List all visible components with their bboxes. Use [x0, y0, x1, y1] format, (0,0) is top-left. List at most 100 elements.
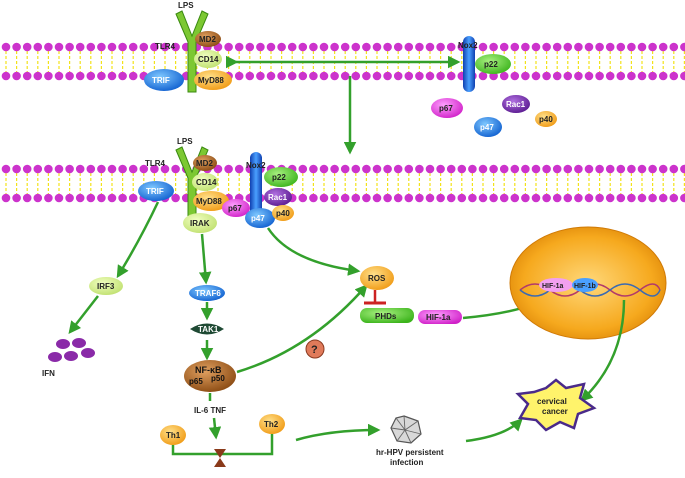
lipid-head — [489, 42, 498, 52]
lipid-head — [531, 193, 541, 203]
lipid-head — [658, 193, 668, 203]
p47-protein-bottom — [245, 208, 275, 228]
nox2-label-top: Nox2 — [458, 41, 478, 50]
lipid-head — [139, 164, 149, 174]
ros-label: ROS — [368, 274, 386, 283]
lipid-head — [468, 193, 477, 203]
lipid-head — [637, 42, 647, 52]
cytokine-label: IL-6 TNF — [194, 406, 226, 415]
lipid-head — [287, 71, 297, 81]
lipid-head — [425, 42, 435, 52]
md2-protein-bottom — [193, 155, 217, 171]
nox2-channel-bottom — [250, 152, 262, 224]
lipid-head — [44, 71, 53, 81]
lipid-head — [245, 42, 255, 52]
lipid-head — [118, 164, 127, 174]
lipid-head — [531, 42, 541, 52]
lipid-head — [446, 164, 456, 174]
lipid-head — [393, 193, 403, 203]
lipid-head — [97, 71, 106, 81]
rac1-label-bottom: Rac1 — [268, 193, 288, 202]
lipid-head — [128, 164, 138, 174]
lipid-head — [499, 164, 509, 174]
hpv-cancer-arrow — [465, 418, 523, 443]
myd88-label-bottom: MyD88 — [196, 197, 222, 206]
lipid-head — [531, 71, 541, 81]
lipid-head — [277, 42, 286, 52]
lipid-head — [436, 164, 445, 174]
nfkb-label: NF-κB — [195, 365, 222, 375]
lipid-head — [669, 71, 679, 81]
lipid-head — [128, 193, 138, 203]
lipid-head — [680, 193, 685, 203]
lipid-head — [637, 164, 647, 174]
lipid-head — [118, 193, 127, 203]
lipid-head — [362, 71, 371, 81]
irf3-protein — [89, 277, 123, 295]
lipid-head — [552, 71, 562, 81]
phds-label: PHDs — [375, 312, 397, 321]
p22-protein-bottom — [264, 167, 298, 187]
lipid-head — [415, 42, 424, 52]
lipid-head — [521, 193, 530, 203]
lipid-head — [266, 71, 276, 81]
lipid-head — [22, 164, 32, 174]
nox2-label-bottom: Nox2 — [246, 161, 266, 170]
lipid-head — [383, 164, 392, 174]
cd14-protein-bottom — [192, 173, 218, 191]
lipid-head — [22, 42, 32, 52]
p22-label-top: p22 — [484, 60, 498, 69]
irak-protein — [183, 213, 217, 233]
lipid-head — [150, 42, 159, 52]
ros-molecule — [360, 266, 394, 290]
md2-protein-top — [195, 31, 221, 47]
lipid-head — [446, 42, 456, 52]
lps-label-bottom: LPS — [177, 137, 193, 146]
lipid-head — [97, 164, 106, 174]
lipid-head — [54, 164, 64, 174]
lipid-head — [669, 42, 679, 52]
lipid-head — [44, 193, 53, 203]
rac1-protein-top — [502, 95, 530, 113]
lipid-head — [680, 71, 685, 81]
lipid-head — [65, 42, 74, 52]
lipid-head — [637, 71, 647, 81]
cytokine-balance-arrow — [208, 417, 222, 440]
lipid-head — [22, 193, 32, 203]
irf3-ifn-arrow — [68, 295, 99, 334]
lipid-head — [584, 42, 594, 52]
lipid-head — [340, 42, 350, 52]
lipid-head — [351, 164, 361, 174]
lipid-head — [33, 193, 43, 203]
lipid-head — [457, 164, 467, 174]
lipid-head — [404, 193, 414, 203]
th2-cell — [259, 414, 285, 434]
lipid-head — [595, 193, 604, 203]
lipid-head — [669, 164, 679, 174]
p22-label-bottom: p22 — [272, 173, 286, 182]
irak-traf6-arrow — [198, 233, 212, 285]
trif-label-top: TRIF — [152, 76, 170, 85]
lipid-head — [383, 193, 392, 203]
lipid-head — [489, 193, 498, 203]
lipid-head — [457, 193, 467, 203]
rac1-protein-bottom — [264, 188, 292, 206]
lipid-head — [12, 193, 21, 203]
lipid-head — [425, 164, 435, 174]
lipid-head — [1, 42, 11, 52]
lipid-head — [213, 164, 223, 174]
p40-label-top: p40 — [539, 115, 553, 124]
lipid-head — [574, 71, 583, 81]
lipid-head — [372, 42, 382, 52]
lipid-head — [65, 164, 74, 174]
lipid-head — [521, 42, 530, 52]
th1-cell — [160, 425, 186, 445]
ifn-molecules — [48, 338, 95, 362]
cervical-label-line1: cervical — [537, 397, 567, 406]
lipid-head — [542, 164, 551, 174]
lipid-head — [446, 71, 456, 81]
lipid-head — [171, 193, 180, 203]
p47-label-bottom: p47 — [251, 214, 265, 223]
lipid-head — [563, 193, 573, 203]
